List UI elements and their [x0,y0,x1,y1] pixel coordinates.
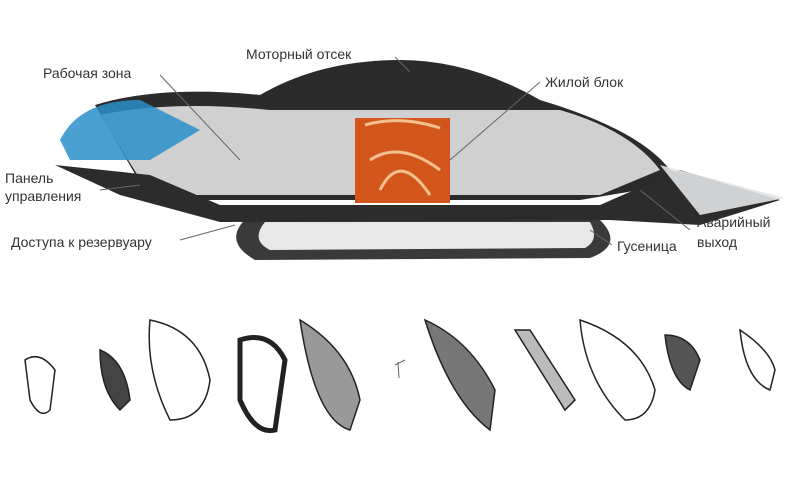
label-tank: Доступа к резервуару [11,234,152,250]
living-block [355,118,450,203]
label-engine: Моторный отсек [246,46,352,62]
label-track: Гусеница [617,238,677,254]
label-exit-1: Аварийный [697,214,771,230]
label-panel-1: Панель [5,170,54,186]
label-exit-2: выход [697,234,737,250]
human-scale-figure [394,359,406,379]
hull-floor [55,165,780,225]
label-work-zone: Рабочая зона [43,65,132,81]
cockpit-glass [60,100,200,160]
label-living: Жилой блок [545,74,624,90]
exploded-parts [24,318,776,434]
label-panel-2: управления [5,188,82,204]
